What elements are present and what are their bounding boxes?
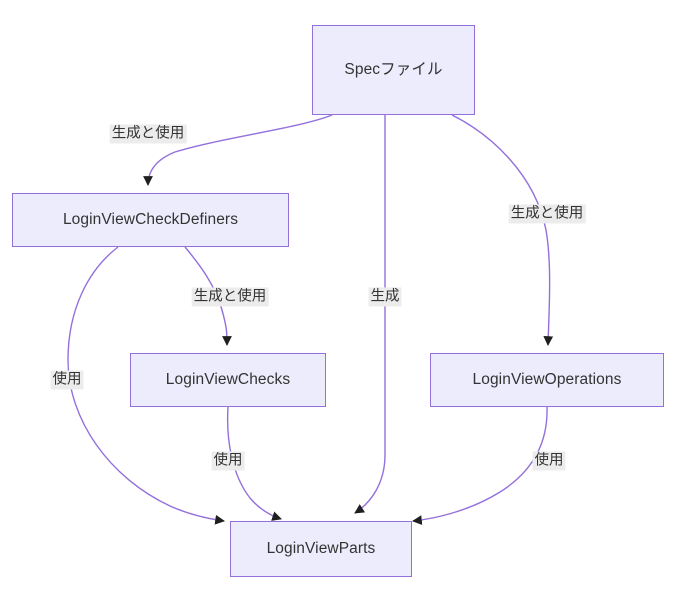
node-spec[interactable]: Specファイル: [312, 25, 475, 115]
edge-operations-to-parts: [412, 406, 548, 525]
edge-label-checkdefiners-to-parts: 使用: [50, 370, 84, 390]
node-loginviewchecks-label: LoginViewChecks: [165, 371, 291, 389]
edge-label-spec-to-checkdefiners: 生成と使用: [109, 124, 187, 144]
edge-label-spec-to-operations: 生成と使用: [508, 204, 586, 224]
edge-label-spec-to-parts: 生成: [368, 287, 402, 307]
node-loginviewchecks[interactable]: LoginViewChecks: [130, 353, 326, 407]
edge-label-checkdefiners-to-checks: 生成と使用: [191, 287, 269, 307]
node-loginviewparts-label: LoginViewParts: [266, 540, 376, 558]
edge-checks-to-parts: [226, 406, 282, 521]
edge-label-checks-to-parts: 使用: [211, 451, 245, 471]
edge-spec-to-operations: [451, 114, 554, 346]
node-loginviewoperations-label: LoginViewOperations: [472, 371, 622, 389]
edge-checkdefiners-to-parts: [67, 246, 225, 525]
node-loginviewcheckdefiners-label: LoginViewCheckDefiners: [62, 211, 239, 229]
edge-label-operations-to-parts: 使用: [532, 451, 566, 471]
node-loginviewparts[interactable]: LoginViewParts: [230, 521, 412, 577]
node-spec-label: Specファイル: [344, 61, 443, 79]
node-loginviewoperations[interactable]: LoginViewOperations: [430, 353, 664, 407]
edge-spec-to-checkdefiners: [143, 114, 333, 186]
edge-spec-to-parts: [354, 115, 386, 514]
node-loginviewcheckdefiners[interactable]: LoginViewCheckDefiners: [12, 193, 289, 247]
edge-checkdefiners-to-checks: [184, 246, 232, 346]
